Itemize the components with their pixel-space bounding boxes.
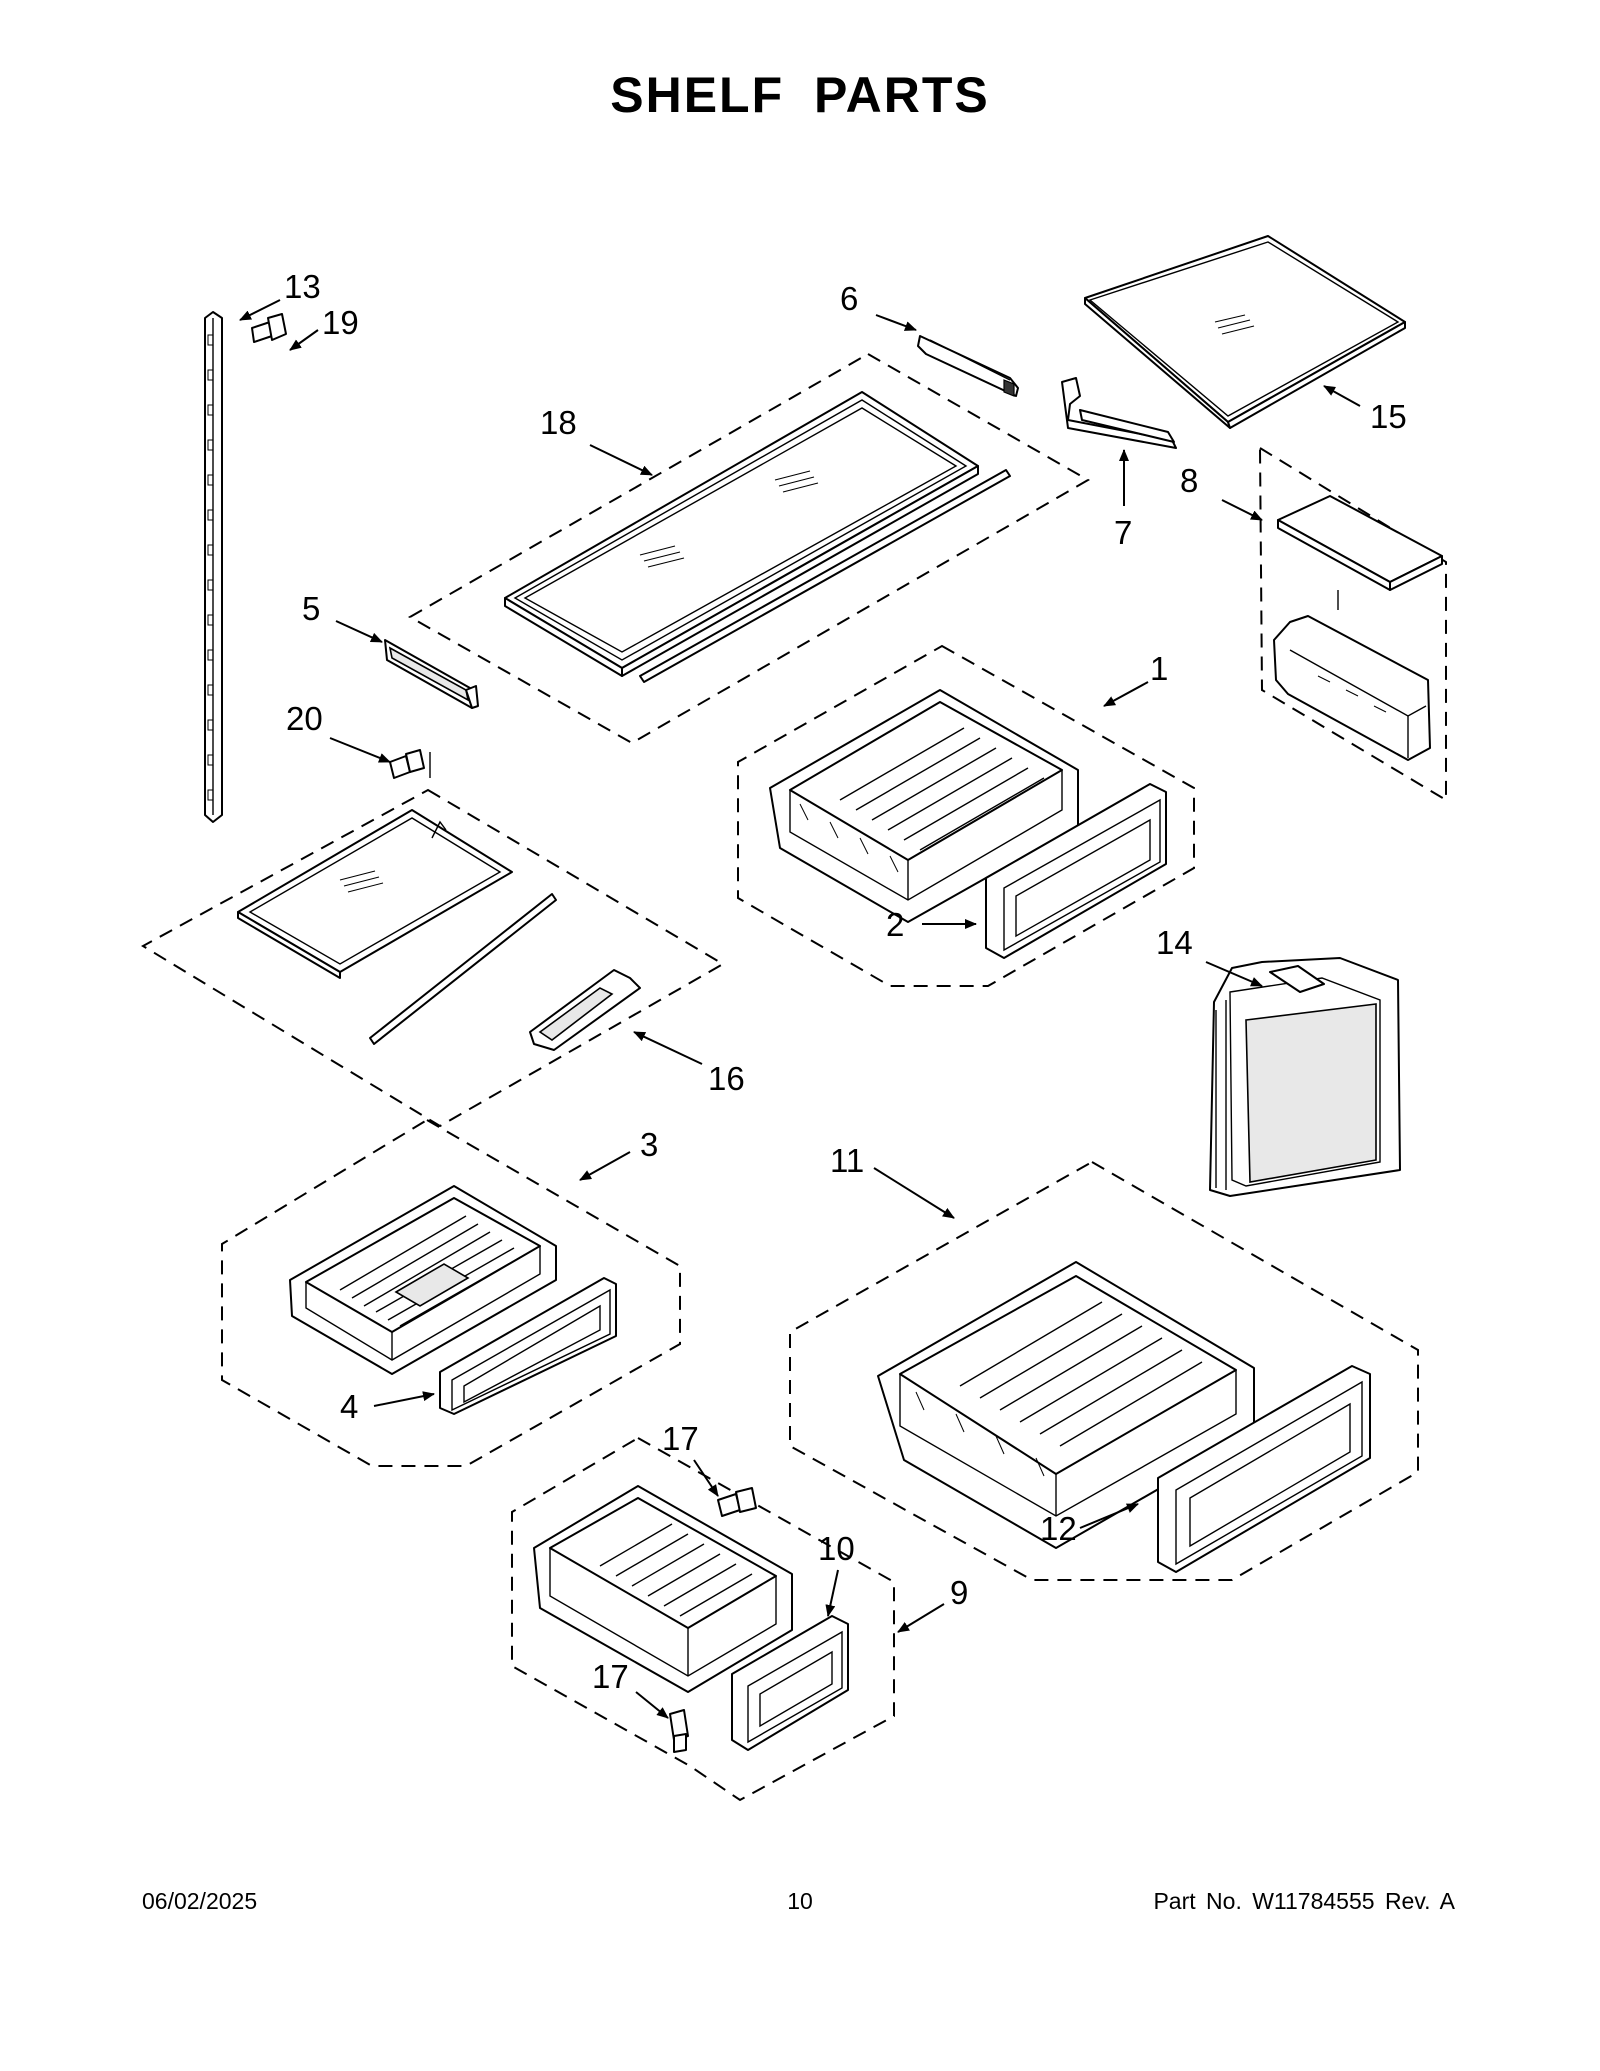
callout-labels: 13 19 6 18 15 8 7 5 1 20 2 14 16 3 11 4 … bbox=[284, 268, 1407, 1695]
callout-9: 9 bbox=[950, 1574, 968, 1611]
callout-17-bottom: 17 bbox=[592, 1658, 629, 1695]
part-5-end-cap bbox=[384, 639, 479, 709]
callout-20: 20 bbox=[286, 700, 323, 737]
group-16-outline bbox=[140, 788, 725, 1128]
part-1-crisper-drawer bbox=[769, 689, 1079, 923]
part-7-shelf-support bbox=[1061, 377, 1177, 449]
footer-part-number: Part No. W11784555 Rev. A bbox=[1153, 1888, 1455, 1914]
part-12-drawer-front bbox=[1157, 1365, 1371, 1573]
part-4-drawer-front bbox=[439, 1277, 617, 1415]
part-13-shelf-rail bbox=[204, 311, 223, 823]
group-18-outline bbox=[407, 352, 1091, 745]
part-3-deli-drawer bbox=[289, 1185, 557, 1375]
part-18-glass-shelf bbox=[504, 391, 1011, 683]
footer-date: 06/02/2025 bbox=[142, 1888, 258, 1914]
group-1-2-outline bbox=[737, 644, 1195, 987]
part-17-screw-bottom bbox=[669, 1709, 689, 1753]
callout-13: 13 bbox=[284, 268, 321, 305]
group-11-12-outline bbox=[789, 1160, 1419, 1581]
callout-6: 6 bbox=[840, 280, 858, 317]
part-9-drawer-assembly bbox=[533, 1485, 793, 1693]
callout-2: 2 bbox=[886, 906, 904, 943]
callout-10: 10 bbox=[818, 1530, 855, 1567]
part-20-screw bbox=[389, 749, 431, 779]
callout-4: 4 bbox=[340, 1388, 358, 1425]
callout-5: 5 bbox=[302, 590, 320, 627]
callout-7: 7 bbox=[1114, 514, 1132, 551]
callout-3: 3 bbox=[640, 1126, 658, 1163]
part-17-screw-top bbox=[717, 1487, 757, 1517]
callout-14: 14 bbox=[1156, 924, 1193, 961]
callout-16: 16 bbox=[708, 1060, 745, 1097]
part-16-glass-shelf-assembly bbox=[237, 809, 641, 1051]
page-title: SHELF PARTS bbox=[610, 67, 990, 123]
part-15-glass-shelf bbox=[1084, 235, 1406, 429]
callout-11: 11 bbox=[830, 1142, 864, 1179]
callout-8: 8 bbox=[1180, 462, 1198, 499]
footer-page-number: 10 bbox=[787, 1888, 813, 1914]
callout-15: 15 bbox=[1370, 398, 1407, 435]
leader-arrows bbox=[239, 299, 1361, 1719]
callout-19: 19 bbox=[322, 304, 359, 341]
callout-17-top: 17 bbox=[662, 1420, 699, 1457]
callout-12: 12 bbox=[1040, 1510, 1077, 1547]
part-19-screw bbox=[251, 313, 287, 343]
group-9-10-outline bbox=[511, 1436, 895, 1802]
part-8-dairy-bin bbox=[1273, 495, 1443, 761]
part-2-drawer-front bbox=[985, 783, 1167, 959]
callout-1: 1 bbox=[1150, 650, 1168, 687]
part-6-shelf-bracket bbox=[917, 335, 1019, 397]
callout-18: 18 bbox=[540, 404, 577, 441]
group-3-4-outline bbox=[221, 1118, 681, 1467]
part-14-door-bin bbox=[1209, 957, 1401, 1197]
